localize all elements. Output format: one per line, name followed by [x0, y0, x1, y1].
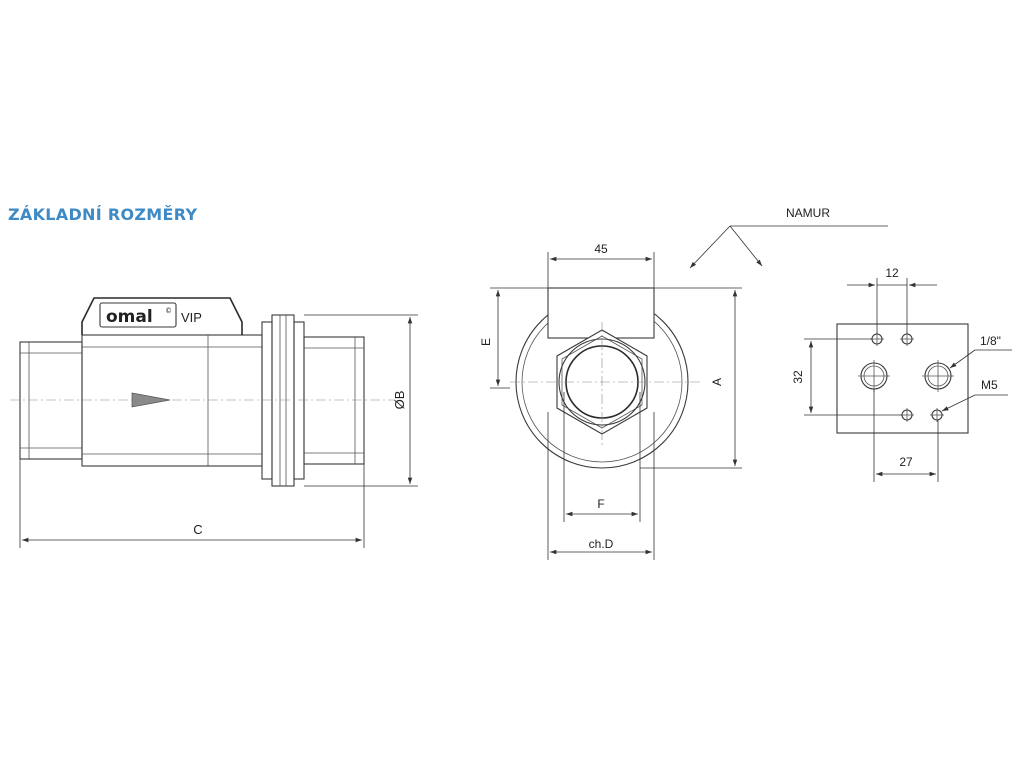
- dim-b-label: ØB: [392, 391, 407, 410]
- namur-label: NAMUR: [786, 206, 830, 220]
- actuator-boss: [547, 287, 655, 339]
- right-pipe-end: [303, 336, 365, 465]
- dim-45-label: 45: [594, 242, 608, 256]
- dim-32-label: 32: [791, 370, 805, 384]
- side-view: omal © VIP ØB C: [10, 297, 418, 548]
- dim-c-label: C: [193, 522, 202, 537]
- thread-m5-label: M5: [981, 378, 998, 392]
- namur-plate: [836, 323, 969, 434]
- union-ring: [271, 314, 295, 487]
- union-ring-right: [293, 321, 305, 480]
- brand-logo: omal: [106, 307, 153, 327]
- valve-body: [81, 334, 263, 467]
- brand-plate: [99, 302, 177, 328]
- union-ring-left: [261, 321, 273, 480]
- page-title: ZÁKLADNÍ ROZMĚRY: [8, 205, 198, 224]
- flow-direction-arrow-icon: [131, 392, 171, 408]
- dim-12-label: 12: [885, 266, 899, 280]
- dim-27-label: 27: [899, 455, 913, 469]
- brand-registered-mark: ©: [165, 307, 172, 315]
- dim-e-label: E: [479, 338, 493, 346]
- thread-1-8-label: 1/8": [980, 334, 1001, 348]
- dim-a-label: A: [710, 378, 724, 386]
- namur-detail: 12 32 27 1/8" M5: [791, 266, 1012, 482]
- dim-f-label: F: [597, 497, 604, 511]
- model-label: VIP: [181, 310, 202, 325]
- front-view: 45 E A F ch.D NAMUR: [479, 206, 888, 560]
- dim-chd-label: ch.D: [589, 537, 614, 551]
- coil-housing: [81, 297, 243, 335]
